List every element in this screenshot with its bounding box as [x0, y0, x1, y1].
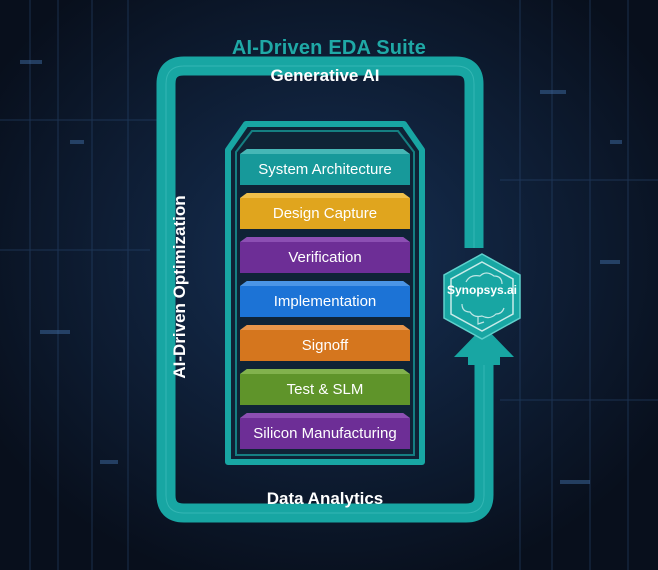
synopsys-hub	[443, 253, 521, 340]
ai-driven-optimization-label: AI-Driven Optimization	[170, 195, 189, 379]
layer-top-face	[240, 325, 410, 330]
synopsys-ai-label: Synopsys.ai	[446, 283, 518, 297]
stack-layer: Silicon Manufacturing	[240, 418, 410, 449]
stack-layer: Design Capture	[240, 198, 410, 229]
stack-layer: Verification	[240, 242, 410, 273]
stack-layer: Test & SLM	[240, 374, 410, 405]
data-analytics-label: Data Analytics	[266, 489, 384, 508]
layer-top-face	[240, 149, 410, 154]
generative-ai-label: Generative AI	[270, 66, 380, 85]
layer-top-face	[240, 369, 410, 374]
stack-layer: System Architecture	[240, 154, 410, 185]
loop-frame	[156, 56, 494, 523]
stack-layer: Implementation	[240, 286, 410, 317]
diagram-title: AI-Driven EDA Suite	[231, 37, 427, 59]
brain-icon	[461, 272, 505, 325]
layer-top-face	[240, 193, 410, 198]
layer-top-face	[240, 281, 410, 286]
arrow-up-icon	[454, 326, 514, 365]
layer-top-face	[240, 237, 410, 242]
layer-top-face	[240, 413, 410, 418]
stack-layer: Signoff	[240, 330, 410, 361]
